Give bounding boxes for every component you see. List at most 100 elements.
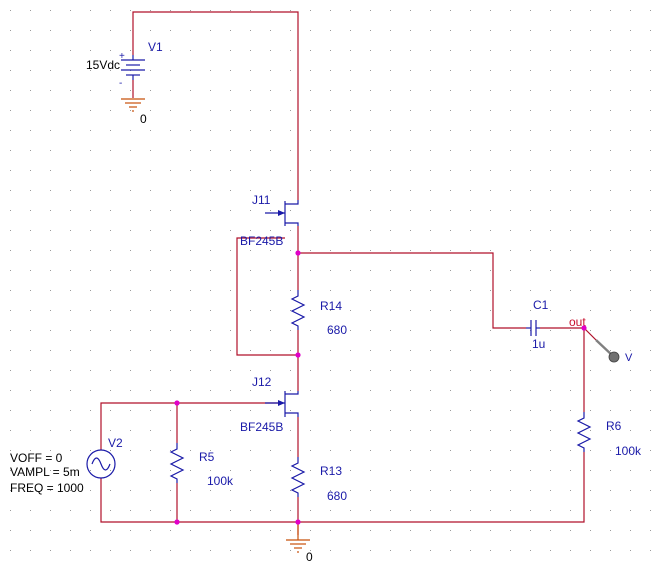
grid-dot xyxy=(390,210,391,211)
grid-dot xyxy=(330,510,331,511)
grid-dot xyxy=(490,430,491,431)
grid-dot xyxy=(250,10,251,11)
grid-dot xyxy=(110,190,111,191)
grid-dot xyxy=(210,370,211,371)
grid-dot xyxy=(430,130,431,131)
grid-dot xyxy=(290,290,291,291)
grid-dot xyxy=(70,130,71,131)
wire-out-to-probe[interactable] xyxy=(583,327,597,341)
grid-dot xyxy=(10,410,11,411)
grid-dot xyxy=(170,290,171,291)
r13-resistor[interactable]: R13 680 xyxy=(290,457,347,503)
grid-dot xyxy=(290,390,291,391)
grid-dot xyxy=(10,370,11,371)
grid-dot xyxy=(150,410,151,411)
grid-dot xyxy=(290,110,291,111)
grid-dot xyxy=(350,150,351,151)
grid-dot xyxy=(470,90,471,91)
grid-dot xyxy=(30,230,31,231)
grid-dot xyxy=(570,490,571,491)
grid-dot xyxy=(70,470,71,471)
grid-dot xyxy=(530,210,531,211)
grid-dot xyxy=(630,30,631,31)
grid-dot xyxy=(150,150,151,151)
grid-dot xyxy=(370,450,371,451)
grid-dot xyxy=(590,110,591,111)
grid-dot xyxy=(90,550,91,551)
grid-dot xyxy=(550,310,551,311)
grid-dot xyxy=(610,430,611,431)
grid-dot xyxy=(430,530,431,531)
grid-dot xyxy=(430,330,431,331)
grid-dot xyxy=(530,410,531,411)
grid-dot xyxy=(510,430,511,431)
grid-dot xyxy=(610,230,611,231)
grid-dot xyxy=(90,250,91,251)
v1-dc-source[interactable]: V1 15Vdc + - xyxy=(86,40,163,89)
voltage-probe-icon[interactable]: V xyxy=(595,339,633,364)
r6-resistor[interactable]: R6 100k xyxy=(576,412,642,458)
grid-dot xyxy=(330,30,331,31)
c1-capacitor[interactable]: C1 1u xyxy=(526,298,549,351)
grid-dot xyxy=(550,270,551,271)
grid-dot xyxy=(150,90,151,91)
grid-dot xyxy=(310,250,311,251)
j12-jfet[interactable]: J12 BF245B xyxy=(240,375,299,434)
grid-dot xyxy=(110,150,111,151)
grid-dot xyxy=(50,30,51,31)
wire-c1-to-out[interactable] xyxy=(540,327,585,412)
r13-value: 680 xyxy=(327,489,347,503)
wire-j11-gate-loop[interactable] xyxy=(236,237,298,356)
grid-dot xyxy=(350,530,351,531)
grid-dot xyxy=(390,170,391,171)
grid-dot xyxy=(370,370,371,371)
grid-dot xyxy=(470,430,471,431)
grid-dot xyxy=(570,430,571,431)
v2-sine-source[interactable]: V2 VOFF = 0 VAMPL = 5m FREQ = 1000 xyxy=(10,436,123,495)
grid-dot xyxy=(410,50,411,51)
grid-dot xyxy=(190,250,191,251)
wire-to-c1[interactable] xyxy=(298,252,526,329)
grid-dot xyxy=(530,450,531,451)
wire-v1-to-j11[interactable] xyxy=(132,11,299,200)
grid-dot xyxy=(470,190,471,191)
grid-dot xyxy=(270,190,271,191)
grid-dot xyxy=(590,530,591,531)
grid-dot xyxy=(150,70,151,71)
j11-jfet[interactable]: J11 BF245B xyxy=(240,193,299,248)
wire-ground-bus[interactable] xyxy=(100,452,585,523)
r5-resistor[interactable]: R5 100k xyxy=(169,443,234,488)
grid-dot xyxy=(470,390,471,391)
grid-dot xyxy=(90,230,91,231)
grid-dot xyxy=(310,70,311,71)
grid-dot xyxy=(190,390,191,391)
grid-dot xyxy=(70,530,71,531)
grid-dot xyxy=(610,110,611,111)
grid-dot xyxy=(190,370,191,371)
grid-dot xyxy=(590,250,591,251)
grid-dot xyxy=(30,10,31,11)
grid-dot xyxy=(370,50,371,51)
grid-dot xyxy=(270,550,271,551)
grid-dot xyxy=(150,10,151,11)
grid-dot xyxy=(390,550,391,551)
grid-dot xyxy=(290,30,291,31)
grid-dot xyxy=(190,430,191,431)
grid-dot xyxy=(430,90,431,91)
grid-dot xyxy=(330,390,331,391)
grid-dot xyxy=(70,150,71,151)
grid-dot xyxy=(470,290,471,291)
grid-dot xyxy=(110,210,111,211)
grid-dot xyxy=(570,50,571,51)
grid-dot xyxy=(310,130,311,131)
wire-j12-gate[interactable] xyxy=(100,402,280,450)
grid-dot xyxy=(430,310,431,311)
grid-dot xyxy=(270,90,271,91)
junction-bus-r5 xyxy=(174,519,180,525)
grid-dot xyxy=(290,310,291,311)
grid-dot xyxy=(190,150,191,151)
grid-dot xyxy=(490,30,491,31)
grid-dot xyxy=(350,250,351,251)
r14-resistor[interactable]: R14 680 xyxy=(290,290,347,337)
